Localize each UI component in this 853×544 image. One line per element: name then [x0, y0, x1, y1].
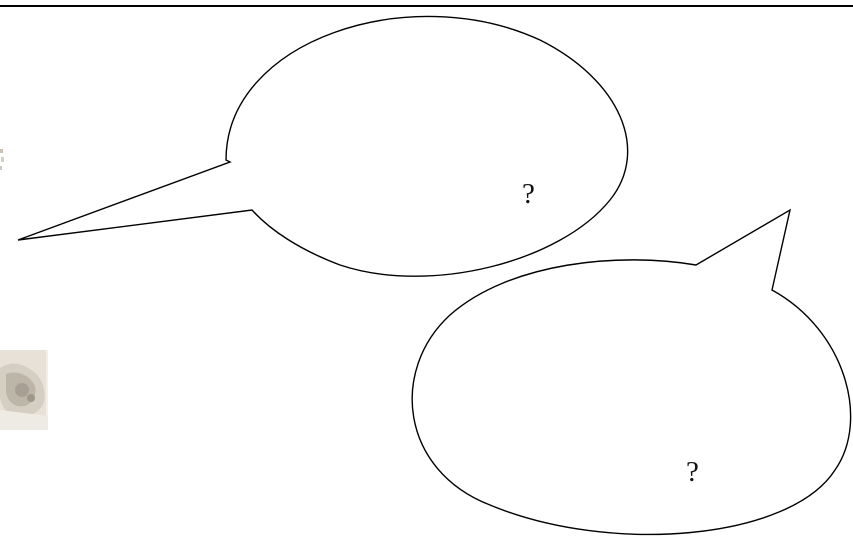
speech-bubble-2-text: ?: [686, 458, 699, 487]
speech-bubble-1-text: ?: [522, 180, 535, 209]
speech-bubble-1-outline: [18, 16, 628, 276]
